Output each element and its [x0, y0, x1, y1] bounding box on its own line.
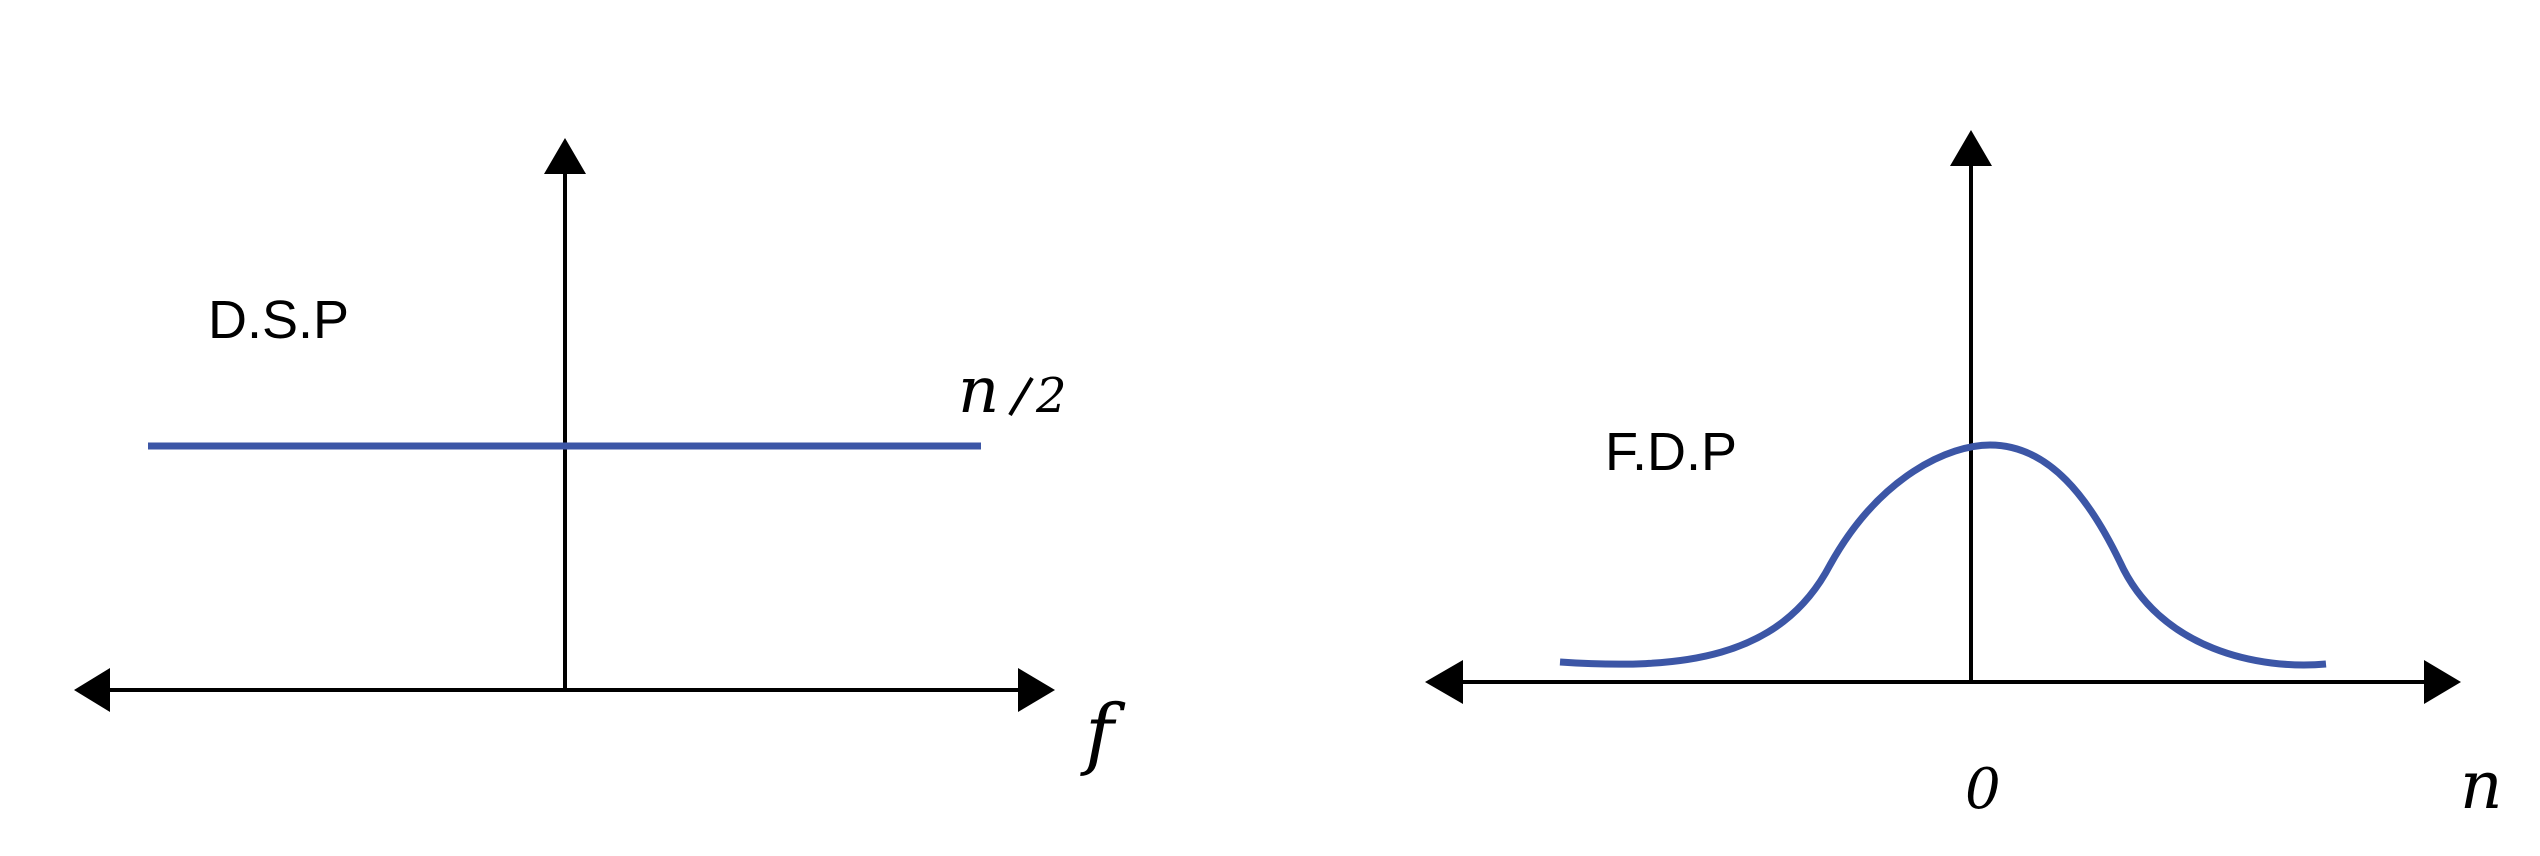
fdp-title: F.D.P: [1605, 422, 1737, 482]
fdp-density-curve: [1559, 441, 2327, 669]
dsp-level-denominator: 2: [1035, 368, 1067, 424]
dsp-title: D.S.P: [208, 290, 349, 350]
fdp-origin-label: 0: [1965, 757, 2001, 822]
dsp-x-axis-left-arrowhead: [74, 668, 110, 712]
fdp-y-axis-arrowhead: [1950, 130, 1992, 166]
dsp-x-axis-right-arrowhead: [1018, 668, 1055, 712]
dsp-y-axis-arrowhead: [544, 138, 586, 174]
fdp-x-axis-label: n: [2460, 747, 2503, 824]
dsp-level-numerator: n: [958, 354, 999, 428]
dsp-level-label: n 2: [958, 354, 1067, 428]
dsp-diagram: D.S.P n 2 f: [74, 138, 1126, 779]
fdp-x-axis-left-arrowhead: [1425, 660, 1463, 704]
dsp-x-axis-label: f: [1080, 689, 1126, 779]
dsp-level-fraction-slash: [1008, 376, 1034, 417]
fdp-x-axis-right-arrowhead: [2424, 660, 2461, 704]
fdp-diagram: F.D.P 0 n: [1425, 130, 2503, 824]
